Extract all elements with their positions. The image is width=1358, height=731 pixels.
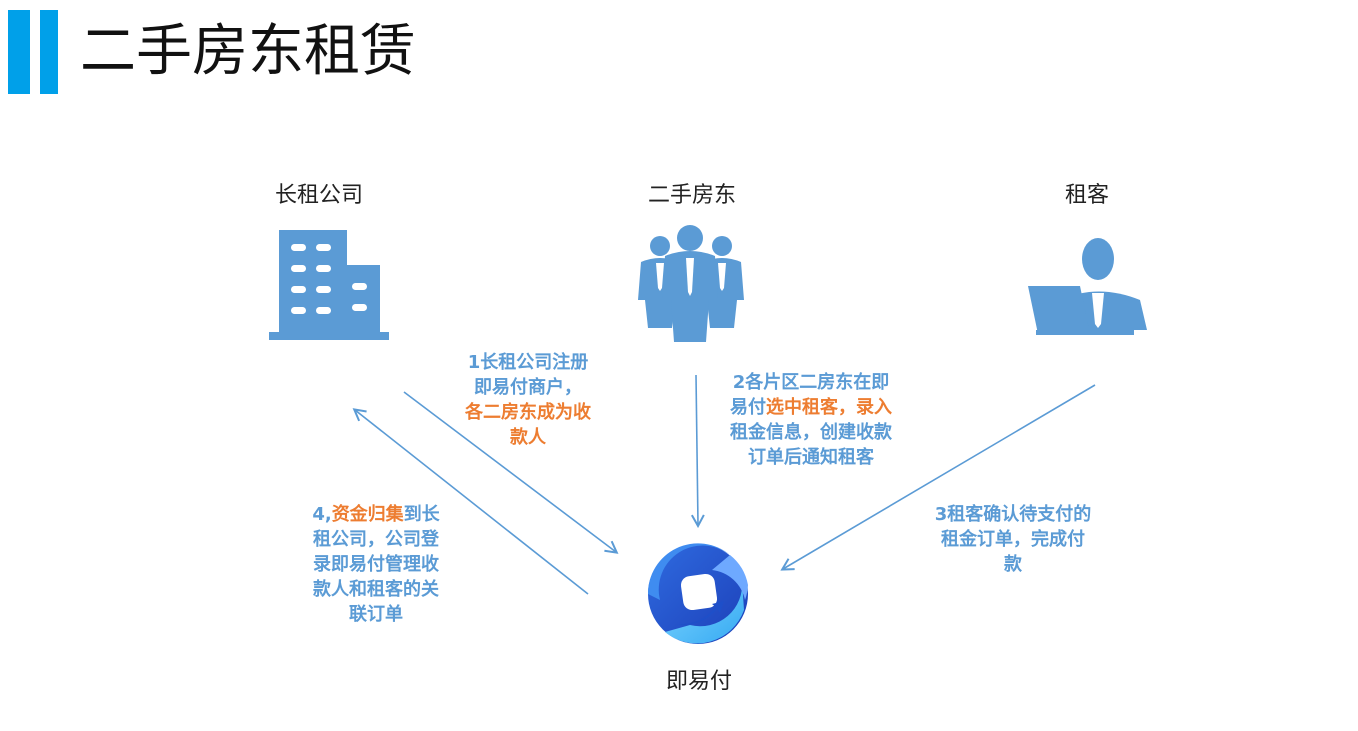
highlighted-text: 选中租客，录入 <box>766 397 892 418</box>
person-at-laptop-icon <box>1028 238 1147 335</box>
step-text: 款人和租客的关 <box>313 579 439 600</box>
arrow-landlord-to-payment <box>696 374 698 525</box>
step3-line: 租金订单，完成付 <box>920 527 1106 552</box>
step-text: 到长 <box>403 504 440 525</box>
step-3-text: 3租客确认待支付的租金订单，完成付款 <box>920 502 1106 577</box>
step2-line: 租金信息，创建收款 <box>716 420 906 445</box>
step3-line: 款 <box>920 552 1106 577</box>
title-accent-bar <box>8 10 30 94</box>
step-text: 录即易付管理收 <box>313 554 439 575</box>
step4-line: 录即易付管理收 <box>298 552 454 577</box>
node-label-payment: 即易付 <box>665 669 733 694</box>
highlighted-text: 各二房东成为收 <box>465 402 591 423</box>
step2-line: 易付选中租客，录入 <box>716 395 906 420</box>
step-1-text: 1长租公司注册即易付商户， 各二房东成为收款人 <box>443 350 613 450</box>
step1-line: 款人 <box>443 425 613 450</box>
step-text: 款 <box>1004 554 1022 575</box>
step4-line: 款人和租客的关 <box>298 577 454 602</box>
step-text: 3租客确认待支付的 <box>934 504 1092 525</box>
building-icon <box>269 230 389 340</box>
step-text: 租公司，公司登 <box>313 529 439 550</box>
step2-line: 2各片区二房东在即 <box>716 370 906 395</box>
step-text: 4, <box>312 504 332 525</box>
step1-line: 1长租公司注册 <box>443 350 613 375</box>
arrow-tenant-to-payment <box>783 384 1096 569</box>
node-label-tenant: 租客 <box>1064 183 1110 208</box>
step-text: 易付 <box>730 397 766 418</box>
step-text: 即易付商户， <box>474 377 582 398</box>
step4-line: 联订单 <box>298 602 454 627</box>
step4-line: 4,资金归集到长 <box>298 502 454 527</box>
title-accent-bar <box>40 10 58 94</box>
node-label-landlord: 二手房东 <box>647 183 737 208</box>
arrow-company-to-payment <box>403 391 616 552</box>
people-group-icon <box>638 225 744 342</box>
step-text: 订单后通知租客 <box>748 447 874 468</box>
step-text: 租金信息，创建收款 <box>730 422 892 443</box>
step3-line: 3租客确认待支付的 <box>920 502 1106 527</box>
step1-line: 即易付商户， <box>443 375 613 400</box>
step2-line: 订单后通知租客 <box>716 445 906 470</box>
page-title: 二手房东租赁 <box>80 19 416 84</box>
highlighted-text: 款人 <box>510 427 546 448</box>
step1-line: 各二房东成为收 <box>443 400 613 425</box>
step-text: 1长租公司注册 <box>467 352 589 373</box>
node-label-company: 长租公司 <box>274 183 364 208</box>
step-4-text: 4,资金归集到长租公司，公司登录即易付管理收款人和租客的关联订单 <box>298 502 454 627</box>
step-text: 2各片区二房东在即 <box>732 372 890 393</box>
arrow-payment-to-company <box>355 410 589 595</box>
highlighted-text: 资金归集 <box>331 504 404 525</box>
payment-logo-icon <box>647 543 748 644</box>
step4-line: 租公司，公司登 <box>298 527 454 552</box>
step-text: 租金订单，完成付 <box>941 529 1085 550</box>
step-2-text: 2各片区二房东在即易付选中租客，录入租金信息，创建收款订单后通知租客 <box>716 370 906 470</box>
step-text: 联订单 <box>349 604 403 625</box>
